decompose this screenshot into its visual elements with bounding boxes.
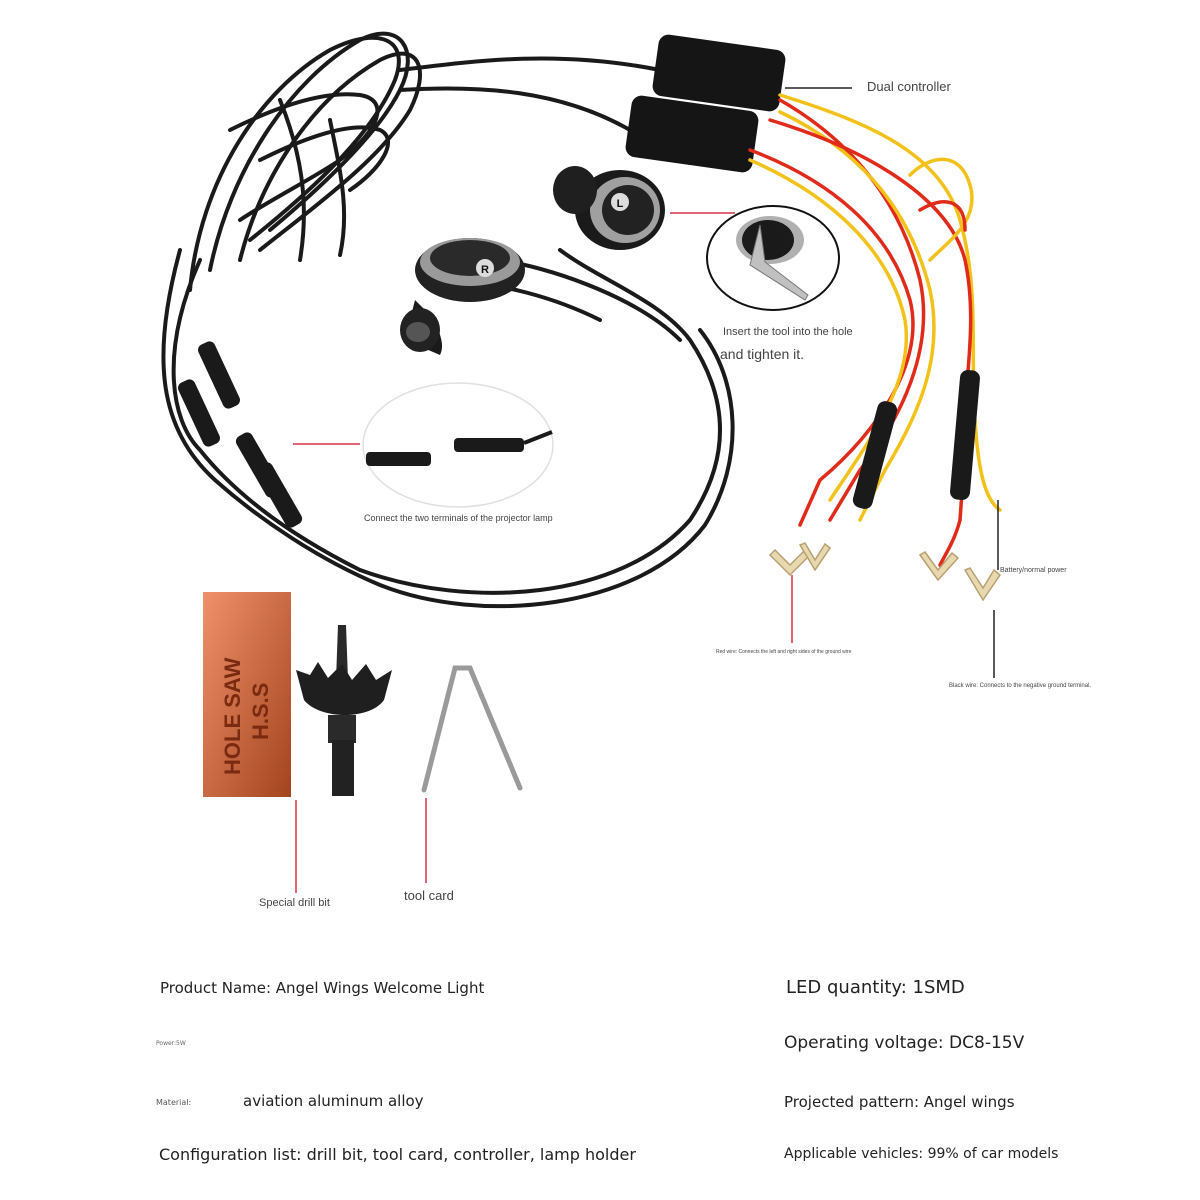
label-red-wire: Red wire: Connects the left and right si… <box>716 649 852 655</box>
spec-operating-voltage: Operating voltage: DC8-15V <box>784 1033 1025 1053</box>
spade-terminals <box>768 542 1002 602</box>
product-illustration: R L HOLE SAW H.S.S <box>161 31 1002 893</box>
spec-projected-pattern: Projected pattern: Angel wings <box>784 1093 1015 1111</box>
label-dual-controller: Dual controller <box>867 79 951 94</box>
inset-insert-tool <box>706 205 840 311</box>
spec-product-name: Product Name: Angel Wings Welcome Light <box>160 979 485 997</box>
lamp-holder-l: L <box>553 166 665 250</box>
label-black-wire: Black wire: Connects to the negative gro… <box>949 683 1092 689</box>
label-battery-power: Battery/normal power <box>1000 567 1067 574</box>
lamp-mark-r: R <box>481 264 489 276</box>
inset-connectors <box>362 382 554 508</box>
leader-lines <box>293 87 999 893</box>
label-insert-tool-line1: Insert the tool into the hole <box>723 326 853 338</box>
label-connect-terminals: Connect the two terminals of the project… <box>364 513 553 523</box>
spec-led-quantity: LED quantity: 1SMD <box>786 977 965 998</box>
spec-configuration: Configuration list: drill bit, tool card… <box>159 1145 636 1164</box>
drill-bit <box>296 625 392 796</box>
dual-controller <box>625 34 786 173</box>
lamp-mark-l: L <box>617 198 624 210</box>
tool-card <box>421 665 523 793</box>
box-text-1: HOLE SAW <box>220 657 245 775</box>
label-tool-card: tool card <box>404 888 454 903</box>
inline-connectors <box>178 341 303 528</box>
lamp-holder-r: R <box>400 238 525 355</box>
label-insert-tool-line2: and tighten it. <box>720 346 805 362</box>
spec-power-label: Power:5W <box>156 1040 186 1047</box>
box-text-2: H.S.S <box>248 683 273 740</box>
fuse-holders <box>852 370 980 509</box>
spec-material-value: aviation aluminum alloy <box>243 1092 424 1110</box>
spec-material-label: Material: <box>156 1098 192 1107</box>
label-special-drill-bit: Special drill bit <box>259 897 330 909</box>
hole-saw-box: HOLE SAW H.S.S <box>203 592 291 797</box>
spec-applicable-vehicles: Applicable vehicles: 99% of car models <box>784 1146 1059 1162</box>
